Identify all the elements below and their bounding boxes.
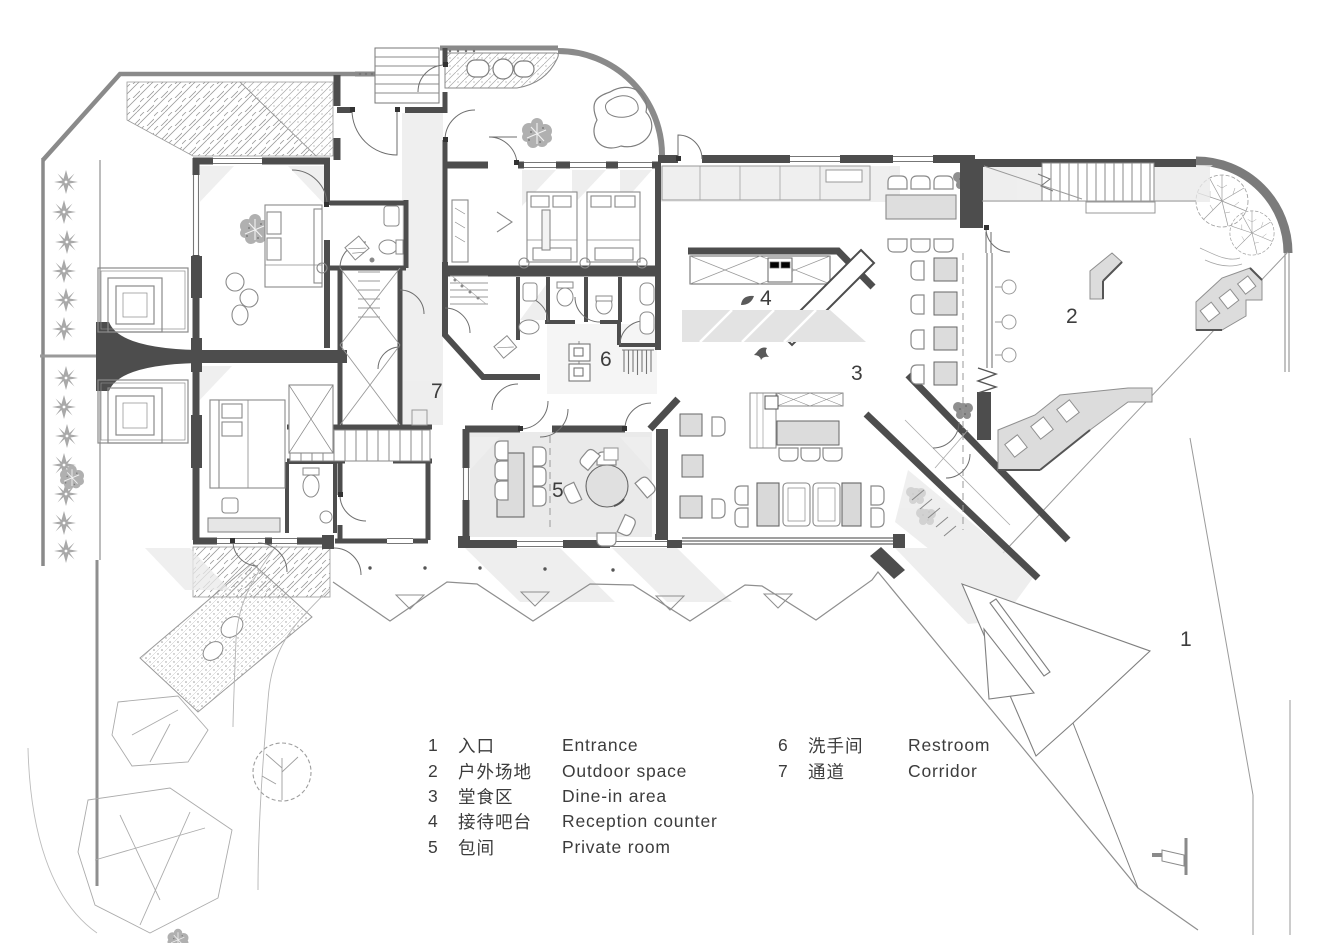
entry-kite — [960, 583, 1152, 889]
room-label-outdoor-space: 2 — [1066, 305, 1078, 328]
star-shrub-row — [52, 170, 79, 563]
legend-en: Private room — [562, 836, 671, 857]
herringbone-courtyard — [126, 81, 317, 157]
terrace-with-holes-ne — [1195, 267, 1263, 331]
garden-walkway — [139, 562, 313, 713]
radiator-grate — [622, 349, 654, 375]
bed-room1 — [225, 204, 328, 326]
legend-en: Entrance — [562, 735, 639, 756]
bird-icon — [741, 295, 769, 360]
legend-zh: 堂食区 — [458, 786, 514, 807]
deck-courtyard — [239, 81, 334, 157]
dining-table-north — [885, 175, 957, 253]
room-label-corridor: 7 — [431, 380, 443, 403]
furniture — [97, 165, 1263, 547]
legend-num: 4 — [428, 811, 438, 832]
legend-item-restroom: 6 洗手间 Restroom — [778, 733, 990, 758]
room-label-restroom: 6 — [600, 348, 612, 371]
door-hinges — [230, 62, 989, 543]
kitchen-counter — [661, 165, 871, 201]
stair-hall-upper — [450, 275, 488, 305]
legend-num: 2 — [428, 760, 438, 781]
ramp-steps — [904, 419, 1011, 537]
legend-num: 5 — [428, 836, 438, 857]
stepping-stones — [466, 58, 535, 80]
legend-item-private-room: 5 包间 Private room — [428, 835, 718, 860]
bath1-fixtures — [344, 205, 404, 263]
small-box — [603, 447, 619, 461]
legend-en: Corridor — [908, 760, 978, 781]
legend-num: 7 — [778, 760, 788, 781]
spiral-stair-symbol — [975, 367, 999, 394]
legend-num: 3 — [428, 785, 438, 806]
private-room-furniture — [494, 436, 658, 547]
windows — [192, 155, 993, 548]
boulder-outline — [593, 86, 653, 149]
legend-en: Outdoor space — [562, 760, 688, 781]
legend-item-corridor: 7 通道 Corridor — [778, 758, 990, 783]
floor-box — [411, 409, 428, 426]
pine-tree-icon — [1229, 210, 1275, 256]
shaft-cross-bracing — [339, 267, 401, 426]
legend-en: Dine-in area — [562, 785, 667, 806]
planting — [52, 86, 1275, 943]
legend-column-1: 1 入口 Entrance 2 户外场地 Outdoor space 3 堂食区… — [428, 733, 718, 860]
canopy-dots — [368, 566, 615, 572]
stair-top-center — [374, 47, 440, 104]
legend-item-outdoor-space: 2 户外场地 Outdoor space — [428, 758, 718, 783]
legend-en: Reception counter — [562, 811, 718, 832]
faucet-icon — [1152, 838, 1188, 875]
wc-room2 — [302, 467, 333, 524]
legend-en: Restroom — [908, 735, 991, 756]
room-label-private-room: 5 — [552, 479, 564, 502]
restroom-fixtures — [493, 281, 655, 359]
service-station — [749, 392, 844, 462]
reception-counter — [682, 248, 876, 347]
curved-wall-northeast — [1195, 156, 1293, 254]
wall-pillars — [191, 160, 974, 549]
legend-zh: 户外场地 — [458, 761, 532, 782]
bed-room3 — [451, 191, 648, 269]
room-labels: 1 2 3 4 5 6 7 — [431, 287, 1192, 651]
trumpet-wall — [96, 322, 197, 391]
lounge-group — [734, 482, 885, 528]
balconies — [97, 267, 189, 444]
window-bar-seats — [910, 257, 1017, 394]
bar-stools — [995, 279, 1017, 363]
legend-zh: 通道 — [808, 761, 845, 782]
legend-column-2: 6 洗手间 Restroom 7 通道 Corridor — [778, 733, 990, 784]
garden-rocks — [27, 544, 331, 934]
outline-tree-icon — [252, 742, 312, 802]
terrace-with-holes — [997, 387, 1153, 471]
bed-room2 — [207, 384, 334, 533]
room-label-dine-in-area: 3 — [851, 362, 863, 385]
laundry-boxes — [568, 341, 591, 382]
legend-zh: 接待吧台 — [458, 812, 532, 833]
legend-num: 1 — [428, 735, 438, 756]
legend-zh: 入口 — [458, 736, 495, 757]
stair-outdoor-upper — [982, 162, 1196, 214]
paved-areas — [126, 52, 559, 713]
canopy-triangles — [394, 591, 794, 611]
legend-zh: 洗手间 — [808, 736, 864, 757]
legend-num: 6 — [778, 735, 788, 756]
canopy-and-path — [332, 566, 1199, 931]
legend-item-reception-counter: 4 接待吧台 Reception counter — [428, 809, 718, 834]
room-label-entrance: 1 — [1180, 628, 1192, 651]
leaf-tree-icon — [521, 117, 553, 149]
outdoor-terraces — [997, 252, 1263, 471]
side-seats — [679, 413, 726, 519]
legend-zh: 包间 — [458, 837, 495, 858]
curved-wall — [557, 48, 665, 156]
legend-item-dine-in-area: 3 堂食区 Dine-in area — [428, 784, 718, 809]
legend-item-entrance: 1 入口 Entrance — [428, 733, 718, 758]
room-label-reception: 4 — [760, 287, 772, 310]
